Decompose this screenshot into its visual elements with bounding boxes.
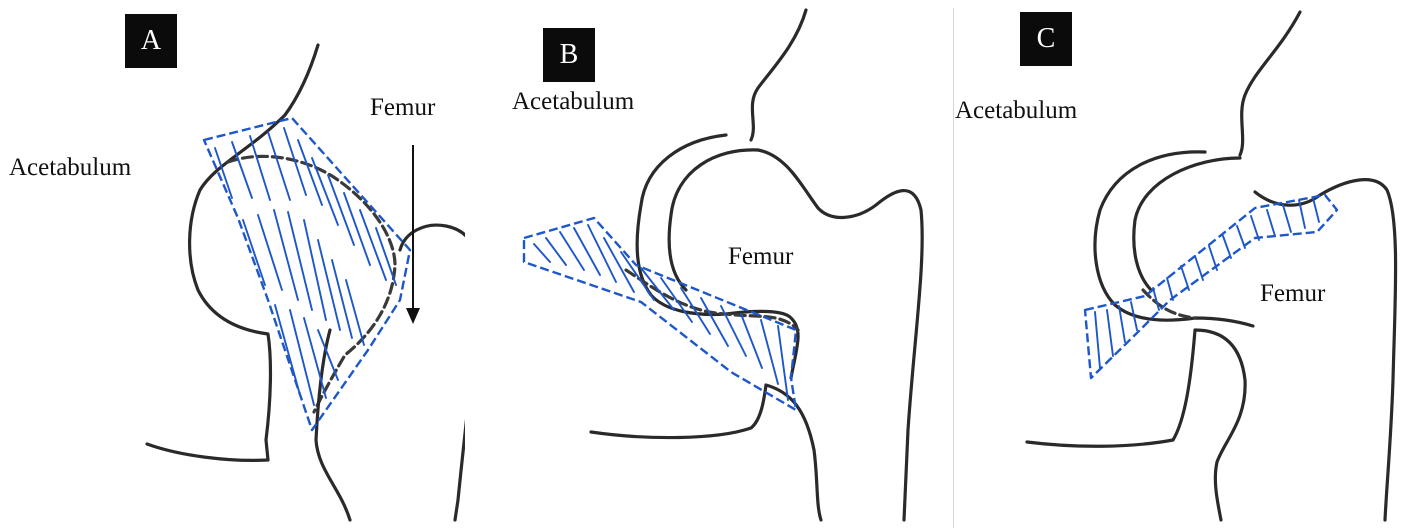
band-hatching: [215, 128, 396, 405]
panel-a: A Acetabulum Femur: [0, 0, 465, 531]
force-band: [1085, 195, 1337, 378]
femoral-shaft: [591, 385, 821, 520]
femoral-head: [637, 135, 798, 378]
arrow-down-icon: [406, 308, 420, 324]
panel-b: B Acetabulum Femur: [466, 0, 954, 531]
greater-trochanter: [1255, 180, 1396, 520]
joint-line: [626, 270, 798, 330]
femoral-head: [1095, 152, 1253, 326]
acetabular-rim: [669, 150, 758, 290]
acetabulum-outline: [147, 45, 318, 460]
femoral-neck: [316, 330, 350, 520]
hip-joint-sketch: [466, 0, 954, 531]
acetabular-rim: [1134, 158, 1240, 290]
femoral-head: [228, 156, 395, 412]
force-band: [524, 218, 796, 410]
joint-line: [1143, 290, 1195, 318]
femoral-shaft: [1027, 330, 1245, 520]
acetabulum-outline: [751, 10, 806, 140]
greater-trochanter: [758, 150, 922, 520]
hip-joint-sketch: [0, 0, 465, 531]
femoral-shaft: [400, 225, 465, 520]
acetabulum-outline: [1240, 12, 1300, 155]
panel-c: C Acetabulum Femur: [955, 0, 1408, 531]
hip-joint-sketch: [955, 0, 1408, 531]
